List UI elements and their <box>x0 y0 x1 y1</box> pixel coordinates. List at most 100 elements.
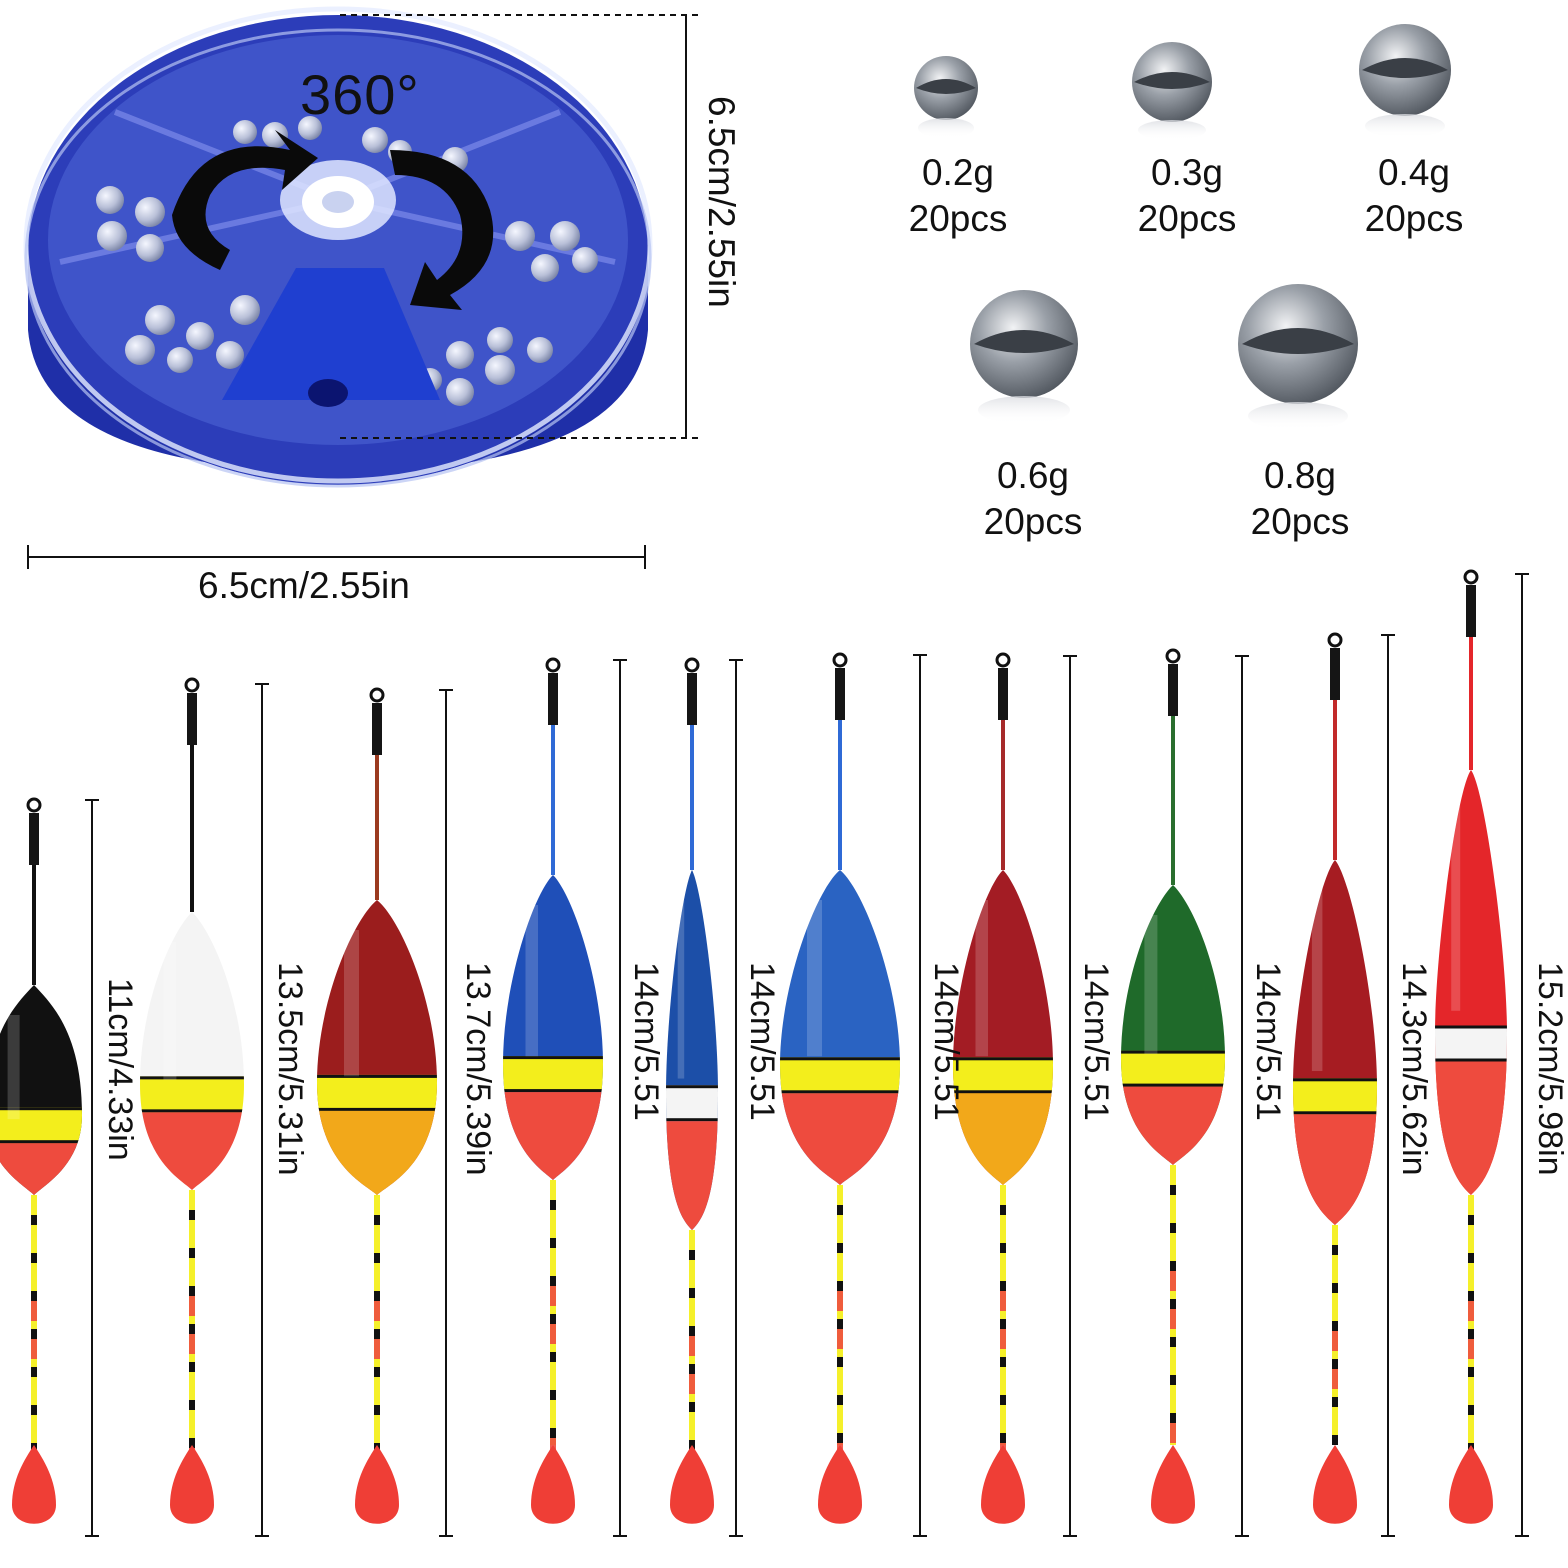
float-antenna <box>1469 637 1473 770</box>
weight-count: 20pcs <box>1364 198 1464 239</box>
float-bulb <box>1449 1445 1493 1524</box>
float-antenna <box>190 745 194 912</box>
float-eye <box>995 652 1011 668</box>
float-spring <box>835 668 845 720</box>
float-spring <box>187 693 197 745</box>
float-spring <box>1466 585 1476 637</box>
float-eye <box>184 677 200 693</box>
weight-ball-0-6g <box>970 290 1078 424</box>
weight-label-1: 0.3g 20pcs <box>1097 150 1277 242</box>
weight-ball-0-2g <box>914 56 978 138</box>
rotation-arrow-icon <box>172 130 494 310</box>
float-eye <box>684 657 700 673</box>
float-body <box>317 900 437 1195</box>
float-4 <box>503 657 627 1537</box>
weight-label-3: 0.6g 20pcs <box>943 453 1123 545</box>
float-bulb <box>170 1445 214 1524</box>
float-body <box>666 870 718 1230</box>
float-spring <box>29 813 39 865</box>
float-length-label: 14.3cm/5.62in <box>1395 962 1433 1176</box>
rotation-label: 360° <box>300 63 420 126</box>
float-antenna <box>551 725 555 875</box>
float-stem <box>837 1185 843 1445</box>
float-band <box>0 1107 82 1144</box>
float-eye <box>369 687 385 703</box>
float-bulb <box>1313 1445 1357 1524</box>
weight-label-2: 0.4g 20pcs <box>1324 150 1504 242</box>
float-band <box>1435 1025 1507 1062</box>
float-bulb <box>981 1445 1025 1524</box>
float-antenna <box>375 755 379 900</box>
float-bulb <box>355 1445 399 1524</box>
float-band <box>140 1076 244 1113</box>
float-2 <box>140 677 269 1537</box>
float-length-label: 14cm/5.51 <box>1077 962 1115 1121</box>
float-8 <box>1121 648 1249 1537</box>
float-stem <box>1000 1185 1006 1445</box>
float-9 <box>1293 632 1395 1537</box>
weight-count: 20pcs <box>908 198 1008 239</box>
box-opening <box>222 268 440 407</box>
float-band <box>780 1057 900 1094</box>
float-6 <box>780 652 927 1537</box>
float-band <box>1293 1078 1377 1115</box>
weight-label-4: 0.8g 20pcs <box>1210 453 1390 545</box>
float-3 <box>317 687 453 1537</box>
float-spring <box>548 673 558 725</box>
weight-ball-0-4g <box>1359 24 1451 138</box>
float-10 <box>1435 569 1529 1537</box>
weight-grams: 0.4g <box>1377 152 1450 193</box>
box-pellets <box>96 116 598 406</box>
float-body <box>140 912 244 1190</box>
float-antenna <box>690 725 694 870</box>
float-bulb <box>12 1445 56 1524</box>
tackle-box-illustration <box>23 6 700 569</box>
weight-count: 20pcs <box>1137 198 1237 239</box>
float-band <box>317 1074 437 1111</box>
float-spring <box>1168 664 1178 716</box>
float-length-label: 15.2cm/5.98in <box>1531 962 1568 1176</box>
weight-label-0: 0.2g 20pcs <box>868 150 1048 242</box>
float-eye <box>1165 648 1181 664</box>
float-body <box>780 870 900 1185</box>
float-body <box>1121 885 1225 1165</box>
float-bulb <box>818 1445 862 1524</box>
float-antenna <box>1171 716 1175 885</box>
weight-grams: 0.2g <box>921 152 994 193</box>
weight-grams: 0.3g <box>1150 152 1223 193</box>
float-stem <box>189 1190 195 1445</box>
float-band <box>1121 1050 1225 1087</box>
float-spring <box>1330 648 1340 700</box>
float-eye <box>26 797 42 813</box>
float-body <box>953 870 1053 1185</box>
weight-grams: 0.8g <box>1263 455 1336 496</box>
float-spring <box>998 668 1008 720</box>
float-body <box>1293 860 1377 1225</box>
float-antenna <box>838 720 842 870</box>
float-band <box>666 1085 718 1122</box>
float-7 <box>953 652 1077 1537</box>
float-length-label: 14cm/5.51 <box>927 962 965 1121</box>
float-1 <box>0 797 99 1537</box>
float-eye <box>545 657 561 673</box>
float-length-label: 13.7cm/5.39in <box>459 962 497 1176</box>
box-hub <box>280 160 396 240</box>
float-stem <box>550 1180 556 1445</box>
weight-ball-0-8g <box>1238 284 1358 430</box>
box-height-label: 6.5cm/2.55in <box>701 96 742 308</box>
weight-count: 20pcs <box>1250 501 1350 542</box>
float-bulb <box>670 1445 714 1524</box>
float-antenna <box>1001 720 1005 870</box>
float-5 <box>666 657 743 1537</box>
float-eye <box>832 652 848 668</box>
float-length-label: 13.5cm/5.31in <box>271 962 309 1176</box>
float-length-label: 14cm/5.51 <box>743 962 781 1121</box>
weight-grams: 0.6g <box>996 455 1069 496</box>
float-eye <box>1327 632 1343 648</box>
weight-count: 20pcs <box>983 501 1083 542</box>
float-length-label: 14cm/5.51 <box>627 962 665 1121</box>
float-eye <box>1463 569 1479 585</box>
float-bulb <box>531 1445 575 1524</box>
float-spring <box>687 673 697 725</box>
